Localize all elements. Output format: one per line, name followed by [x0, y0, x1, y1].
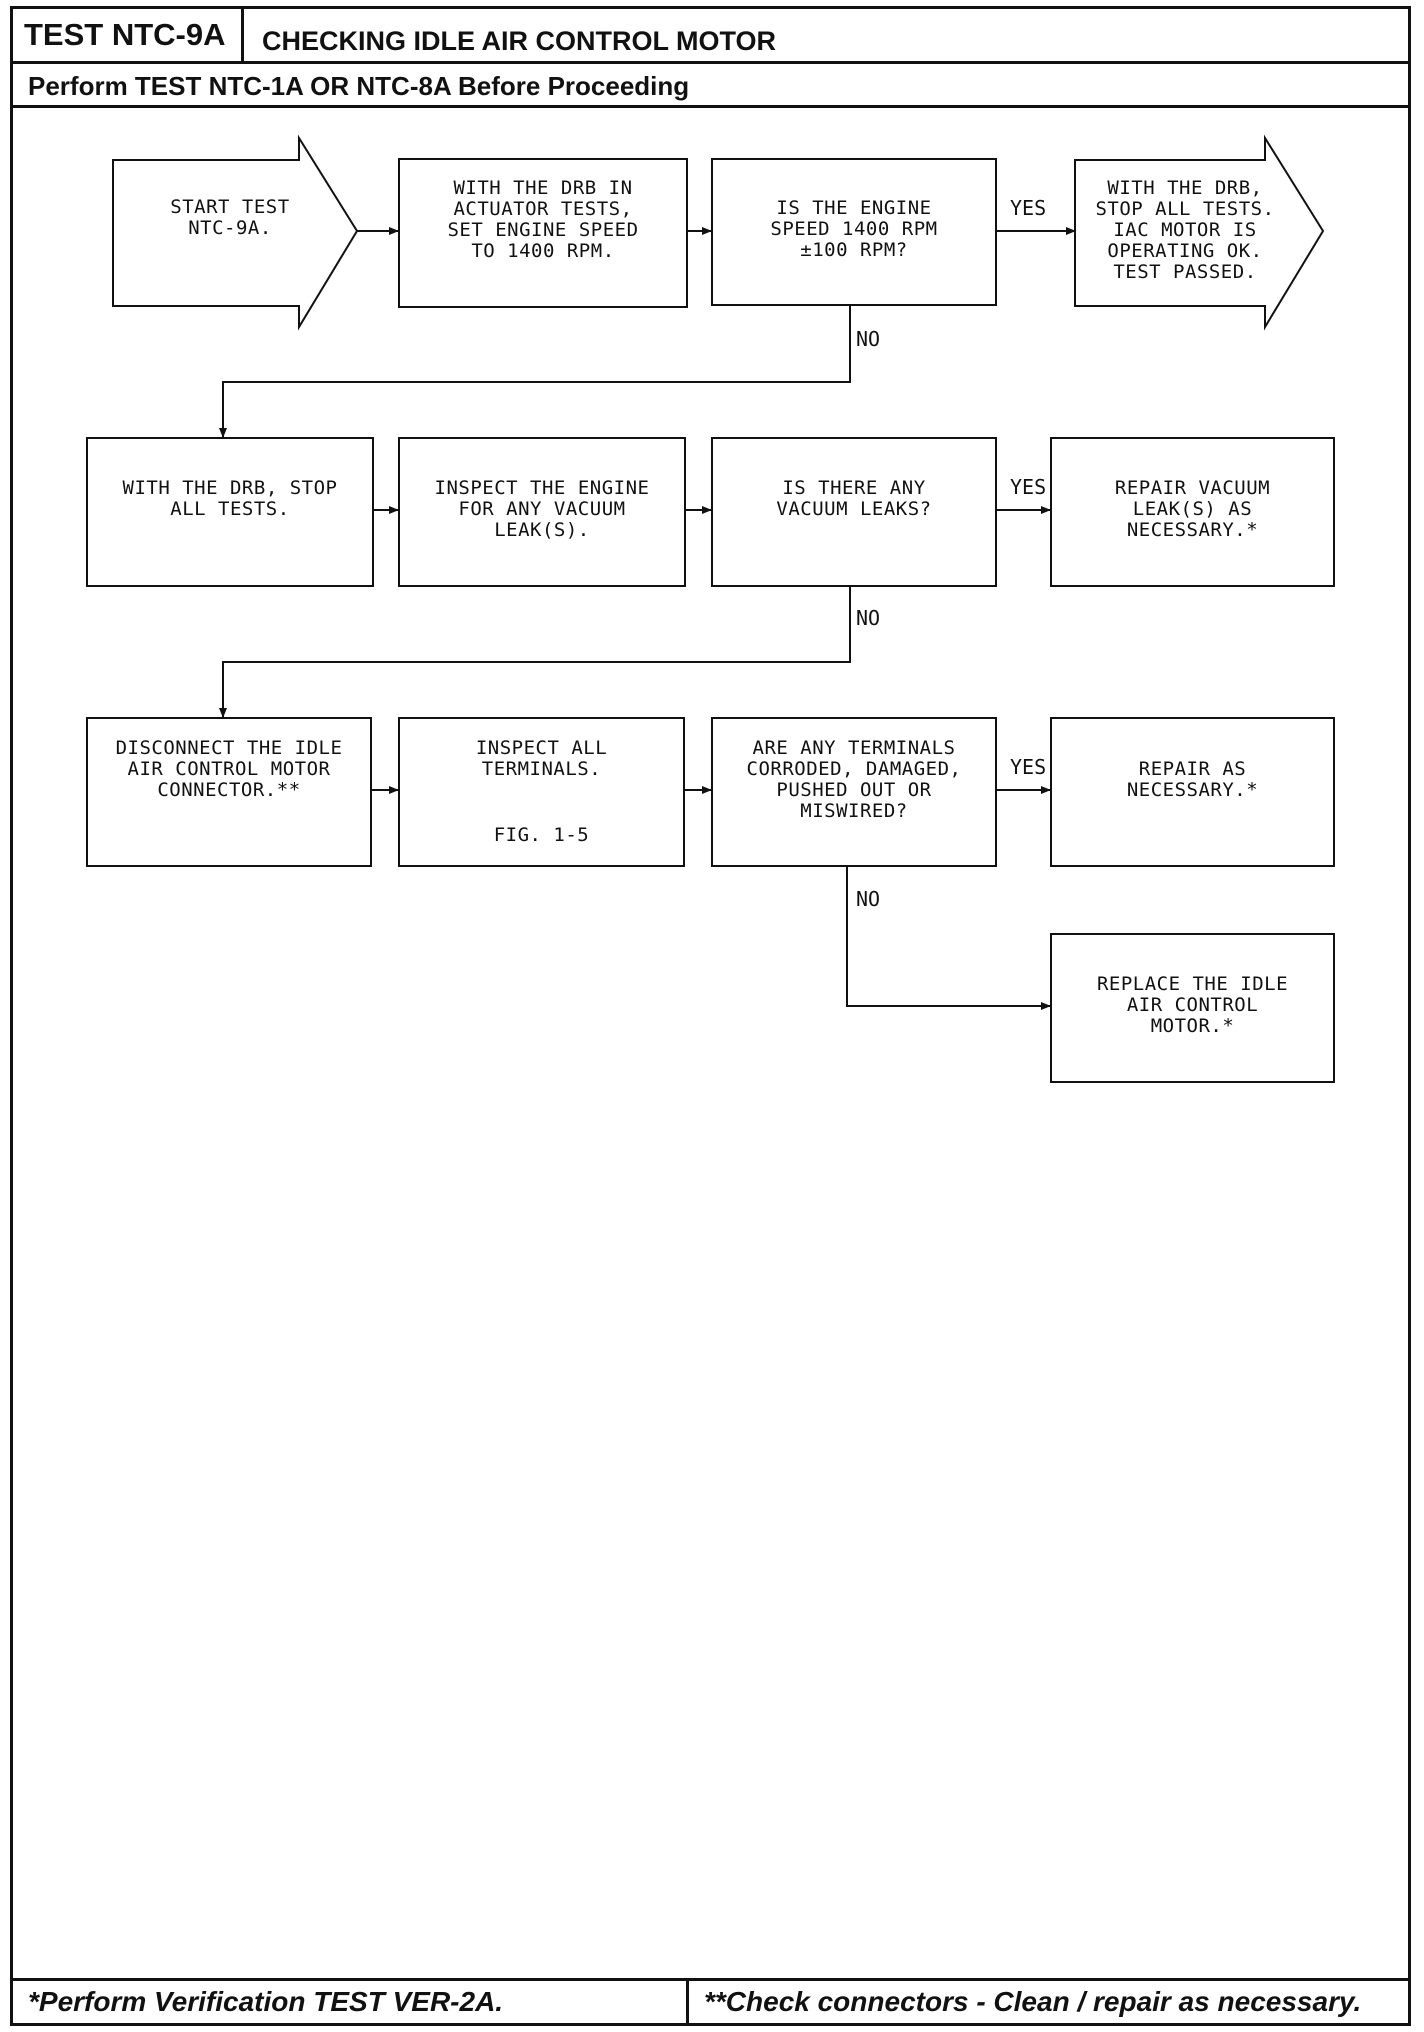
figure-reference: FIG. 1-5 — [493, 824, 590, 846]
set-engine-speed-box — [398, 158, 688, 308]
disconnect-connector-text: DISCONNECT THE IDLE AIR CONTROL MOTOR CO… — [115, 737, 343, 801]
start-arrow-shape — [112, 134, 359, 331]
footer-note-connectors: **Check connectors - Clean / repair as n… — [704, 1986, 1362, 2017]
row1-no-label: NO — [856, 327, 881, 351]
inspect-terminals-box — [398, 717, 685, 867]
test-passed-box: WITH THE DRB, STOP ALL TESTS. IAC MOTOR … — [1095, 177, 1275, 283]
set-engine-speed-text: WITH THE DRB IN ACTUATOR TESTS, SET ENGI… — [447, 177, 639, 262]
row2-no-label: NO — [856, 606, 881, 630]
test-title: CHECKING IDLE AIR CONTROL MOTOR — [262, 26, 777, 56]
replace-iac-motor-box — [1050, 933, 1335, 1083]
disconnect-connector-box — [86, 717, 372, 867]
terminals-question-text: ARE ANY TERMINALS CORRODED, DAMAGED, PUS… — [746, 737, 962, 822]
row1-yes-label: YES — [1010, 196, 1047, 220]
pass-arrow-shape — [1074, 134, 1325, 331]
test-id: TEST NTC-9A — [10, 6, 244, 64]
terminals-question-box — [711, 717, 997, 867]
stop-all-tests-box — [86, 437, 374, 587]
vacuum-leaks-question-text: IS THERE ANY VACUUM LEAKS? — [776, 477, 932, 520]
engine-speed-question-box — [711, 158, 997, 306]
engine-speed-question-text: IS THE ENGINE SPEED 1400 RPM ±100 RPM? — [770, 197, 938, 261]
row3-yes-label: YES — [1010, 755, 1047, 779]
header-bar — [10, 6, 1411, 64]
footer-divider — [686, 1978, 689, 2026]
page-frame — [10, 6, 1411, 2026]
repair-terminals-box — [1050, 717, 1335, 867]
inspect-terminals-text: INSPECT ALL TERMINALS. — [475, 737, 608, 780]
arrow-no-to-row2 — [219, 306, 851, 438]
inspect-vacuum-box — [398, 437, 686, 587]
repair-terminals-text: REPAIR AS NECESSARY.* — [1126, 758, 1259, 801]
arrow-row3-no-to-replace — [846, 867, 1051, 1010]
footer-bar — [10, 1978, 1411, 2026]
arrow-row2-no-to-row3 — [219, 586, 851, 718]
repair-vacuum-box — [1050, 437, 1335, 587]
start-test-box: START TEST NTC-9A. — [170, 196, 290, 239]
row3-no-label: NO — [856, 887, 881, 911]
replace-iac-motor-text: REPLACE THE IDLE AIR CONTROL MOTOR.* — [1096, 973, 1289, 1037]
stop-all-tests-text: WITH THE DRB, STOP ALL TESTS. — [122, 477, 338, 520]
prerequisite-note: Perform TEST NTC-1A OR NTC-8A Before Pro… — [10, 64, 1411, 108]
row2-yes-label: YES — [1010, 475, 1047, 499]
footer-note-verification: *Perform Verification TEST VER-2A. — [28, 1986, 504, 2017]
inspect-vacuum-text: INSPECT THE ENGINE FOR ANY VACUUM LEAK(S… — [434, 477, 650, 541]
repair-vacuum-text: REPAIR VACUUM LEAK(S) AS NECESSARY.* — [1114, 477, 1271, 541]
vacuum-leaks-question-box — [711, 437, 997, 587]
